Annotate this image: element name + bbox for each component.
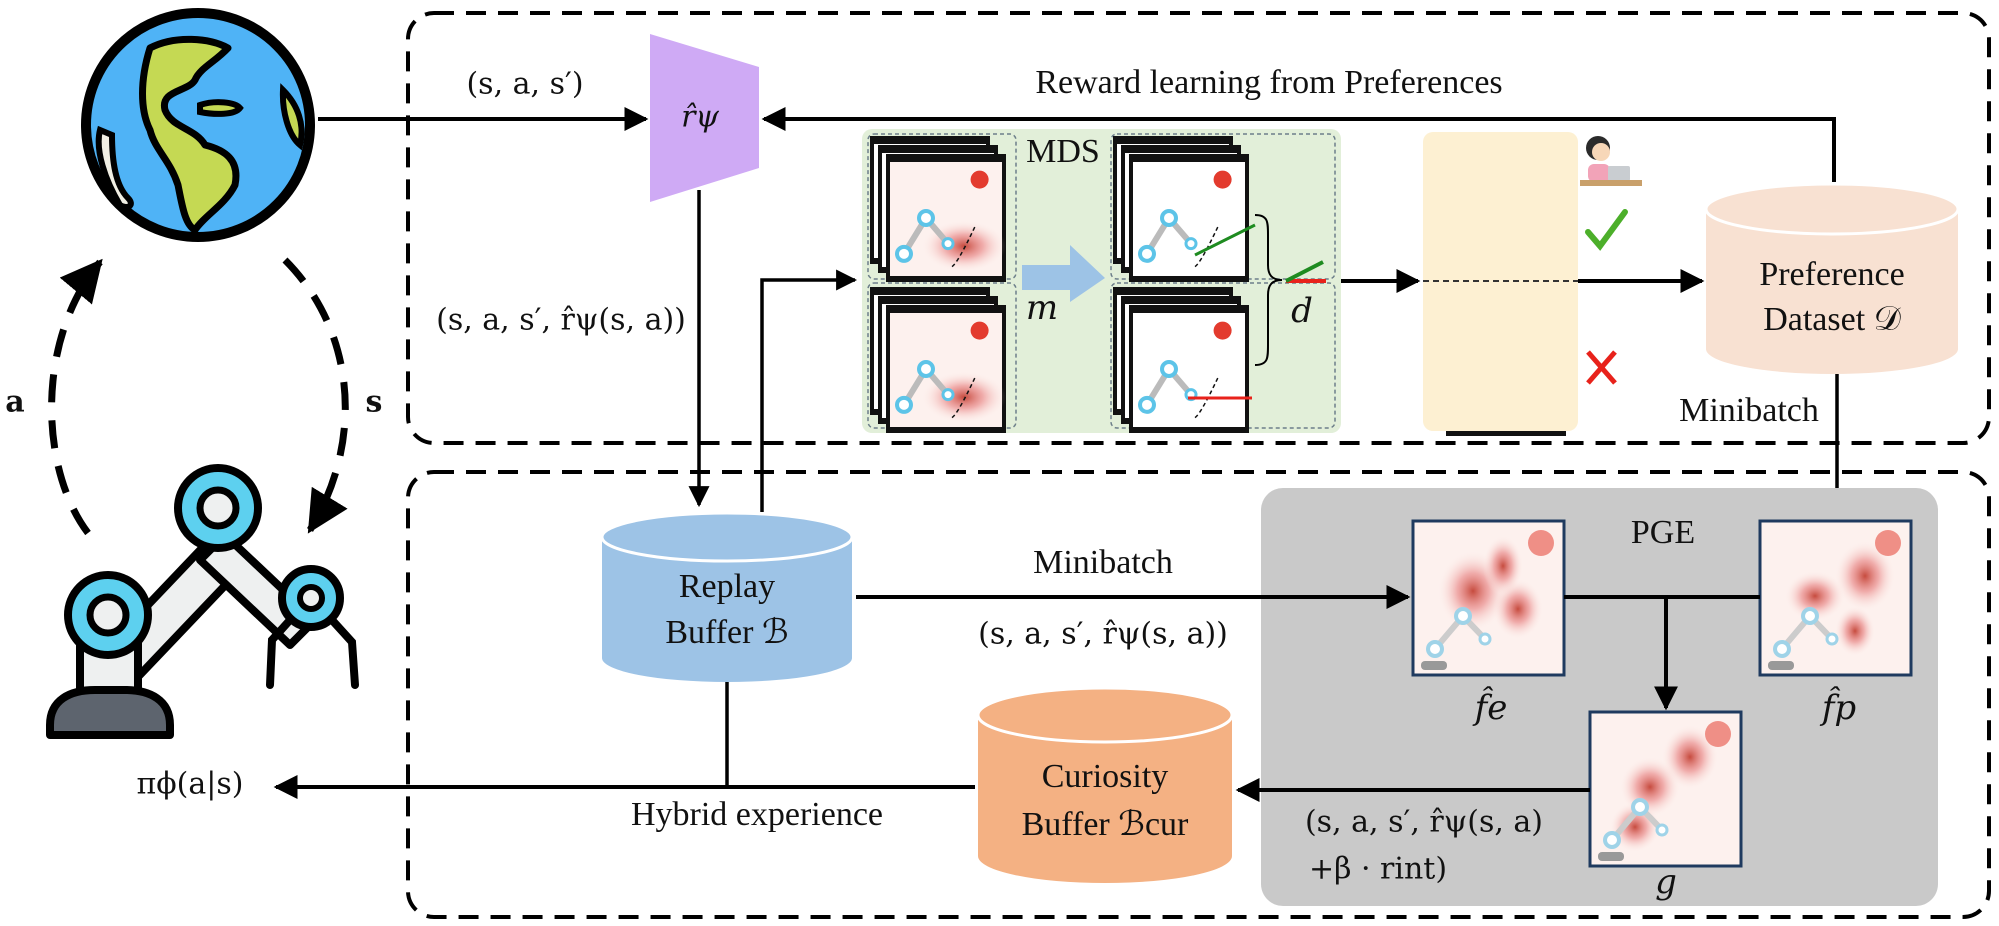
apple-icon: [1528, 530, 1554, 556]
distance-brace: [1254, 214, 1283, 366]
replay-to-mds-arrow: [760, 269, 858, 512]
angle-icon: [1285, 260, 1326, 283]
mds-target-frame-bottom: [1113, 287, 1249, 433]
apple-icon: [1213, 321, 1232, 340]
replay-buffer-label-2: Buffer ℬ: [665, 614, 789, 651]
hybrid-experience-label: Hybrid experience: [630, 796, 884, 833]
state-label: s: [365, 384, 383, 420]
curiosity-tuple-line2: +β · rint): [1308, 851, 1448, 887]
minibatch-tuple-label: (s, a, s′, r̂ψ(s, a)): [978, 616, 1228, 652]
curiosity-buffer-label-1: Curiosity: [1041, 758, 1169, 795]
apple-icon: [1875, 530, 1901, 556]
globe-icon: [81, 8, 315, 242]
preference-dataset-cylinder[interactable]: [1704, 182, 1960, 374]
pge-label: PGE: [1630, 514, 1696, 551]
apple-icon: [970, 170, 989, 189]
preference-dataset-label-2: Dataset 𝒟: [1763, 301, 1901, 338]
apple-icon: [1213, 170, 1232, 189]
curiosity-buffer-label-2: Buffer ℬcur: [1021, 806, 1189, 843]
fe-heatmap: [1411, 519, 1566, 677]
fp-label: f̂p: [1821, 688, 1857, 728]
replay-buffer-cylinder[interactable]: [600, 511, 854, 682]
reward-model-label: r̂ψ: [681, 99, 719, 135]
mds-label: MDS: [1026, 133, 1100, 170]
mds-source-frame-top: [870, 136, 1006, 282]
distance-label: d: [1291, 291, 1313, 331]
policy-label: πϕ(a|s): [136, 766, 244, 802]
labeled-tuple-label: (s, a, s′, r̂ψ(s, a)): [436, 302, 686, 338]
preference-dataset-label-1: Preference: [1759, 256, 1905, 293]
action-cycle-arrow: [48, 258, 103, 536]
cross-icon: [1586, 350, 1617, 385]
curiosity-tuple-line1: (s, a, s′, r̂ψ(s, a): [1304, 804, 1544, 840]
section-title: Reward learning from Preferences: [1035, 64, 1503, 101]
action-label: a: [5, 384, 25, 420]
replay-buffer-label-1: Replay: [678, 568, 776, 605]
human-annotator-icon: [1580, 136, 1642, 186]
robot-arm-icon: [46, 464, 359, 739]
fe-label: f̂e: [1474, 688, 1508, 728]
bottom-minibatch-label: Minibatch: [1033, 544, 1173, 581]
state-cycle-arrow: [282, 257, 349, 534]
g-heatmap: [1588, 710, 1743, 868]
mds-target-frame-top: [1113, 136, 1249, 282]
reward-learning-section: [406, 11, 1991, 445]
preference-panel: [1423, 132, 1578, 431]
preference-to-reward-arrow: [761, 107, 1836, 182]
apple-icon: [970, 321, 989, 340]
policy-learning-section: [406, 470, 1991, 919]
reward-model-block[interactable]: [650, 34, 759, 202]
g-label: g: [1655, 862, 1677, 902]
apple-icon: [1705, 721, 1731, 747]
transform-label: m: [1025, 288, 1059, 328]
fp-heatmap: [1758, 519, 1913, 677]
check-icon: [1585, 209, 1628, 251]
transform-arrow: [1022, 245, 1105, 302]
top-minibatch-label: Minibatch: [1679, 392, 1819, 429]
mds-source-frame-bottom: [870, 287, 1006, 433]
transition-tuple-label: (s, a, s′): [466, 66, 584, 102]
curiosity-buffer-cylinder[interactable]: [976, 686, 1234, 883]
